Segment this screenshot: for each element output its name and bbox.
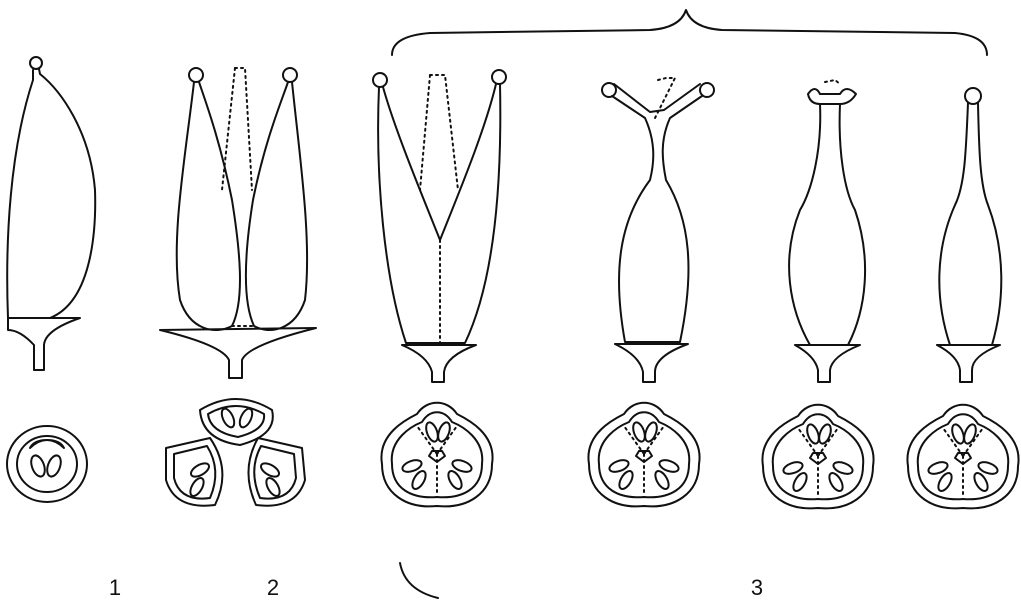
label-stage-2: 2 xyxy=(267,575,279,600)
stage-2-pistil xyxy=(160,68,316,378)
stage-3-cross-section-a xyxy=(381,403,492,507)
stage-3-cross-section-c xyxy=(762,405,873,509)
stage-2-cross-section xyxy=(166,399,305,506)
receptacle xyxy=(937,345,1000,382)
stage-1-cross-section xyxy=(7,426,87,502)
stigma xyxy=(373,73,387,87)
stigma xyxy=(189,68,203,82)
stigma xyxy=(965,88,981,104)
stigma xyxy=(283,68,297,82)
receptacle xyxy=(615,344,688,382)
group-bracket xyxy=(392,10,987,55)
bracket-mark xyxy=(400,563,438,598)
stage-3-cross-section-b xyxy=(588,403,699,507)
label-stage-1: 1 xyxy=(109,575,121,600)
receptacle xyxy=(795,345,860,382)
stage-3-cross-section-d xyxy=(907,405,1018,509)
stigma xyxy=(700,83,714,97)
stigma xyxy=(492,70,506,84)
stage-1-pistil xyxy=(7,57,95,370)
stage-3-pistil-c xyxy=(789,80,865,382)
receptacle xyxy=(160,328,316,378)
stage-3-pistil-b xyxy=(602,78,714,382)
label-stage-3: 3 xyxy=(751,575,763,600)
stigma xyxy=(808,89,856,104)
receptacle xyxy=(8,318,80,370)
stigma xyxy=(30,57,42,69)
stage-3-pistil-d xyxy=(937,88,1001,382)
receptacle xyxy=(402,345,476,382)
stage-3-pistil-a xyxy=(373,70,506,382)
